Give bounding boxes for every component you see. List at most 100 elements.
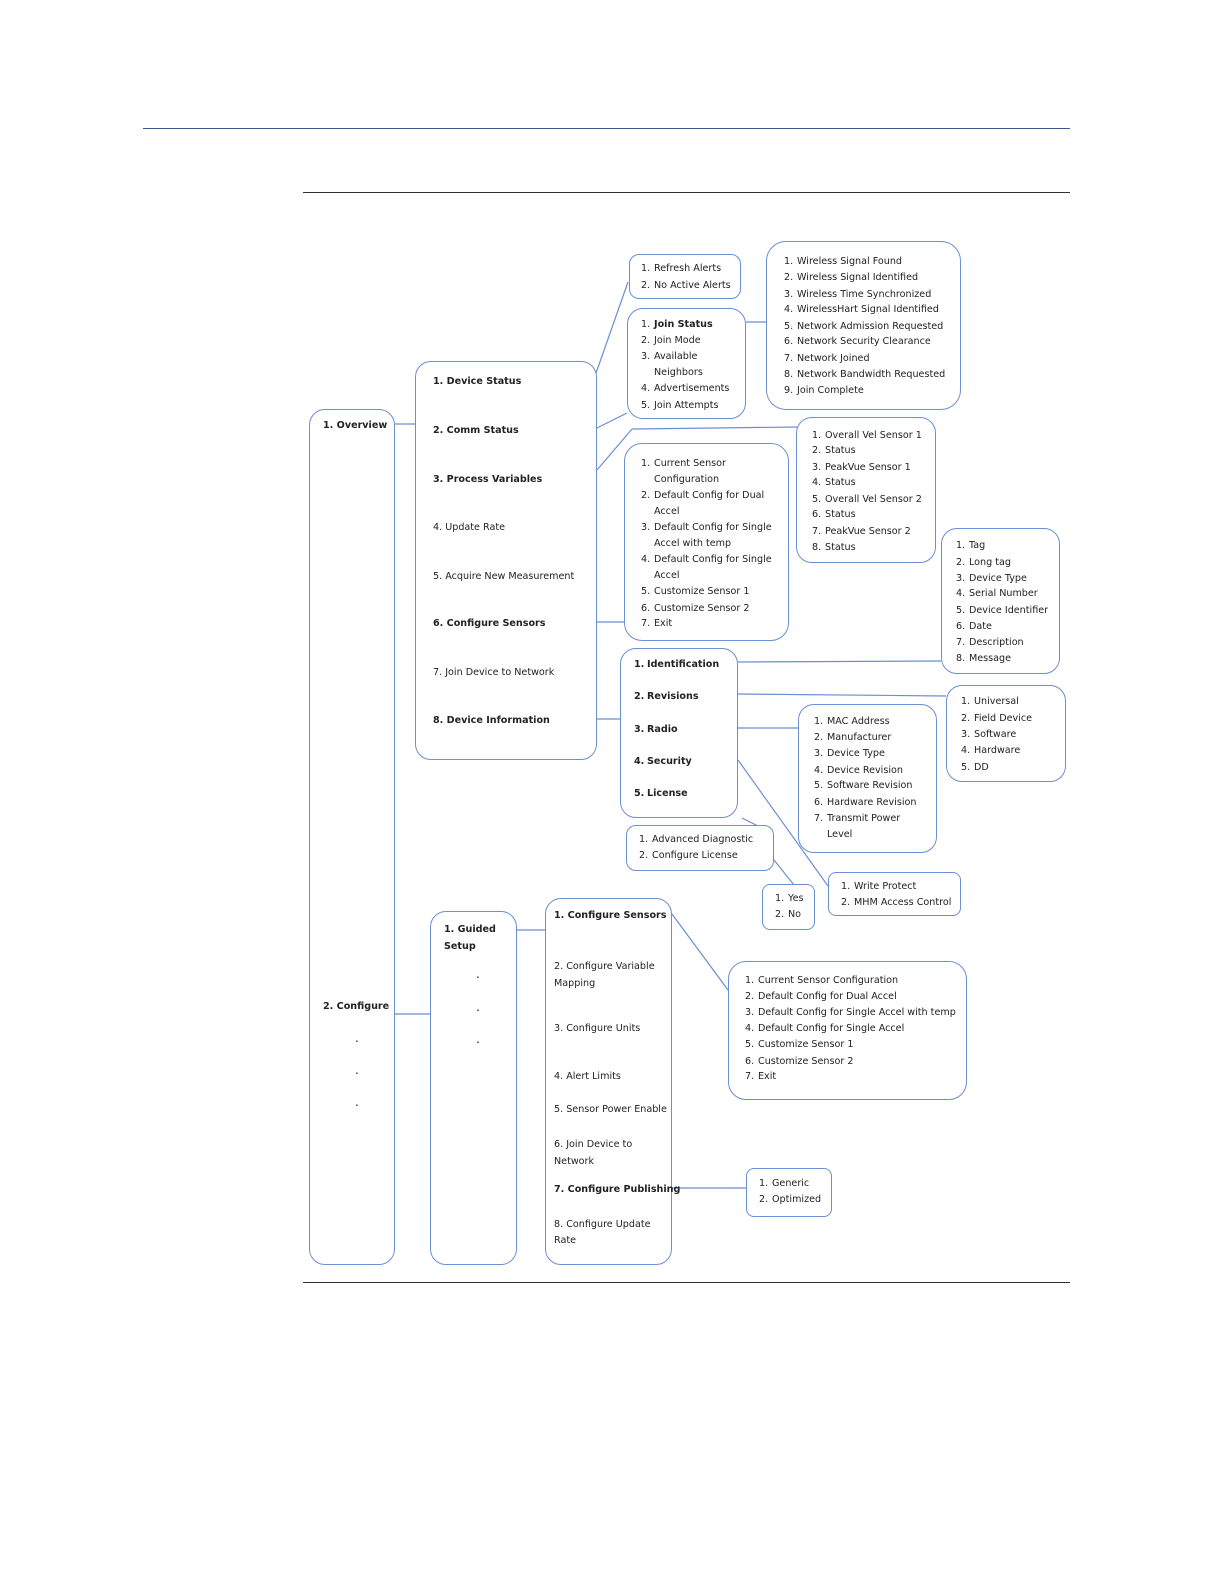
configure-sensor-option[interactable]: 3.Default Config for Single Accel with t…: [641, 522, 772, 549]
device-info-item[interactable]: 1.Identification: [634, 659, 720, 670]
configure-sensor-option[interactable]: 3.Default Config for Single Accel with t…: [745, 1007, 956, 1018]
identification-item[interactable]: 8.Message: [956, 653, 1012, 664]
guided-item-alert-limits[interactable]: 4. Alert Limits: [554, 1071, 621, 1082]
configure-sensor-option[interactable]: 7.Exit: [641, 618, 673, 629]
configure-item-guided-setup[interactable]: 1. Guided Setup: [444, 924, 496, 952]
menu-item-overview[interactable]: 1. Overview: [323, 420, 388, 431]
security-item[interactable]: 2.MHM Access Control: [841, 897, 952, 908]
process-variable-item[interactable]: 1.Overall Vel Sensor 1: [812, 430, 922, 441]
yes-option[interactable]: 1.Yes: [775, 893, 804, 904]
overview-item-join-device[interactable]: 7. Join Device to Network: [433, 667, 555, 678]
process-variables-box: [796, 417, 936, 563]
identification-item[interactable]: 5.Device Identifier: [956, 605, 1049, 616]
overview-item-process-variables[interactable]: 3. Process Variables: [433, 474, 543, 485]
revision-item[interactable]: 4.Hardware: [961, 745, 1021, 756]
configure-sensor-option[interactable]: 7.Exit: [745, 1071, 777, 1082]
radio-item[interactable]: 1.MAC Address: [814, 716, 890, 727]
comm-status-item[interactable]: 4.Advertisements: [641, 383, 730, 394]
process-variable-item[interactable]: 7.PeakVue Sensor 2: [812, 526, 911, 537]
process-variable-item[interactable]: 6.Status: [812, 509, 856, 520]
process-variable-item[interactable]: 8.Status: [812, 542, 856, 553]
revision-item[interactable]: 5.DD: [961, 762, 989, 773]
menu-item-configure[interactable]: 2. Configure: [323, 1001, 390, 1012]
configure-sensor-option[interactable]: 5.Customize Sensor 1: [745, 1039, 854, 1050]
join-status-item[interactable]: 9.Join Complete: [784, 385, 864, 396]
no-option[interactable]: 2.No: [775, 909, 802, 920]
guided-item-configure-units[interactable]: 3. Configure Units: [554, 1023, 641, 1034]
configure-sensor-option[interactable]: 1.Current Sensor Configuration: [641, 458, 726, 485]
overview-item-comm-status[interactable]: 2. Comm Status: [433, 425, 519, 436]
identification-item[interactable]: 3.Device Type: [956, 573, 1027, 584]
publishing-option[interactable]: 2.Optimized: [759, 1194, 822, 1205]
radio-item[interactable]: 3.Device Type: [814, 748, 885, 759]
device-info-item[interactable]: 4.Security: [634, 756, 692, 767]
configure-sensor-option[interactable]: 2.Default Config for Dual Accel: [745, 991, 897, 1002]
configure-sensor-option[interactable]: 4.Default Config for Single Accel: [641, 554, 772, 581]
identification-item[interactable]: 6.Date: [956, 621, 992, 632]
comm-status-item[interactable]: 5.Join Attempts: [641, 400, 719, 411]
process-variable-item[interactable]: 3.PeakVue Sensor 1: [812, 462, 911, 473]
guided-item-configure-sensors[interactable]: 1. Configure Sensors: [554, 910, 667, 921]
join-status-item[interactable]: 2.Wireless Signal Identified: [784, 272, 919, 283]
device-info-item[interactable]: 5.License: [634, 788, 688, 799]
comm-status-item[interactable]: 3.Available Neighbors: [641, 351, 703, 378]
process-variable-item[interactable]: 4.Status: [812, 477, 856, 488]
comm-status-item[interactable]: 2.Join Mode: [641, 335, 701, 346]
configure-sensor-option[interactable]: 2.Default Config for Dual Accel: [641, 490, 765, 517]
join-status-item[interactable]: 4.WirelessHart Signal Identified: [784, 304, 939, 315]
guided-item-update-rate[interactable]: 8. Configure Update Rate: [554, 1219, 651, 1246]
configure-sensor-option[interactable]: 6.Customize Sensor 2: [745, 1056, 854, 1067]
guided-item-configure-publishing[interactable]: 7. Configure Publishing: [554, 1184, 681, 1195]
license-item[interactable]: 1.Advanced Diagnostic: [639, 834, 754, 845]
security-item[interactable]: 1.Write Protect: [841, 881, 917, 892]
device-info-item[interactable]: 3.Radio: [634, 724, 678, 735]
overview-item-acquire-measurement[interactable]: 5. Acquire New Measurement: [433, 571, 575, 582]
overview-item-configure-sensors[interactable]: 6. Configure Sensors: [433, 618, 546, 629]
join-status-item[interactable]: 7.Network Joined: [784, 353, 870, 364]
process-variable-item[interactable]: 2.Status: [812, 445, 856, 456]
join-status-item[interactable]: 1.Wireless Signal Found: [784, 256, 903, 267]
license-item[interactable]: 2.Configure License: [639, 850, 738, 861]
header-rule: [143, 128, 1070, 129]
connector: [737, 693, 947, 697]
comm-status-item[interactable]: 1.Join Status: [641, 319, 713, 330]
radio-item[interactable]: 5.Software Revision: [814, 780, 913, 791]
revision-item[interactable]: 1.Universal: [961, 696, 1019, 707]
connector: [741, 817, 759, 827]
join-status-item[interactable]: 6.Network Security Clearance: [784, 336, 931, 347]
join-status-box: [766, 241, 961, 410]
overview-item-device-status[interactable]: 1. Device Status: [433, 376, 522, 387]
alerts-item[interactable]: 1.Refresh Alerts: [641, 263, 722, 274]
device-info-item[interactable]: 2.Revisions: [634, 691, 699, 702]
identification-item[interactable]: 1.Tag: [956, 540, 986, 551]
alerts-item[interactable]: 2.No Active Alerts: [641, 280, 731, 291]
radio-item[interactable]: 7.Transmit Power Level: [814, 813, 901, 840]
overview-item-update-rate[interactable]: 4. Update Rate: [433, 522, 505, 533]
section-top-rule: [303, 192, 1070, 193]
configure-sensor-option[interactable]: 4.Default Config for Single Accel: [745, 1023, 905, 1034]
overview-item-device-information[interactable]: 8. Device Information: [433, 715, 550, 726]
configure-sensor-option[interactable]: 5.Customize Sensor 1: [641, 586, 750, 597]
radio-item[interactable]: 6.Hardware Revision: [814, 797, 917, 808]
join-status-item[interactable]: 3.Wireless Time Synchronized: [784, 289, 932, 300]
connector: [596, 412, 628, 429]
connector: [737, 660, 942, 663]
join-status-item[interactable]: 8.Network Bandwidth Requested: [784, 369, 946, 380]
identification-item[interactable]: 7.Description: [956, 637, 1024, 648]
identification-item[interactable]: 2.Long tag: [956, 557, 1011, 568]
radio-item[interactable]: 4.Device Revision: [814, 765, 903, 776]
join-status-item[interactable]: 5.Network Admission Requested: [784, 321, 944, 332]
publishing-option[interactable]: 1.Generic: [759, 1178, 810, 1189]
guided-item-variable-mapping[interactable]: 2. Configure Variable Mapping: [554, 961, 655, 989]
configure-sensor-option[interactable]: 6.Customize Sensor 2: [641, 603, 750, 614]
process-variable-item[interactable]: 5.Overall Vel Sensor 2: [812, 494, 922, 505]
identification-item[interactable]: 4.Serial Number: [956, 588, 1038, 599]
revision-item[interactable]: 3.Software: [961, 729, 1017, 740]
guided-item-sensor-power[interactable]: 5. Sensor Power Enable: [554, 1104, 667, 1115]
revision-item[interactable]: 2.Field Device: [961, 713, 1033, 724]
guided-item-join-device[interactable]: 6. Join Device to Network: [554, 1139, 633, 1167]
radio-item[interactable]: 2.Manufacturer: [814, 732, 892, 743]
ellipsis-dot: .: [476, 1032, 480, 1046]
configure-sensor-option[interactable]: 1.Current Sensor Configuration: [745, 975, 899, 986]
device-information-box: [620, 648, 738, 818]
